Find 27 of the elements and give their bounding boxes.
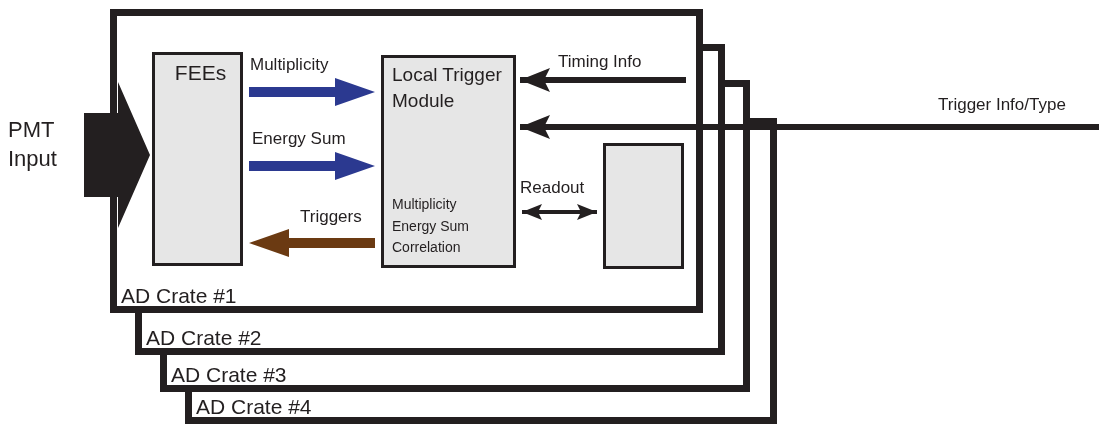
crate-label: AD Crate #3 <box>171 363 287 387</box>
edge-label: Triggers <box>299 207 363 227</box>
crate-label: AD Crate #2 <box>146 326 262 350</box>
module-title: Local Trigger Module <box>392 63 503 113</box>
module-box <box>603 143 684 269</box>
function-list: Multiplicity Energy Sum Correlation <box>392 193 502 259</box>
crate-label: AD Crate #1 <box>121 284 237 308</box>
edge-label: Trigger Info/Type <box>937 95 1067 115</box>
edge-label: Timing Info <box>557 52 643 72</box>
module-title: FEEs <box>173 60 228 86</box>
module-box <box>381 55 516 268</box>
arrow <box>522 204 597 220</box>
arrow <box>84 82 150 228</box>
crate-frame <box>160 355 750 392</box>
arrow <box>249 152 375 180</box>
edge-label: Energy Sum <box>251 129 347 149</box>
crate-frame <box>185 392 777 424</box>
arrow <box>249 78 375 106</box>
arrow <box>520 68 686 92</box>
arrow <box>520 115 1099 139</box>
crate-frame <box>135 313 725 355</box>
crate-label: AD Crate #4 <box>196 395 312 419</box>
module-box <box>152 52 243 266</box>
arrow <box>249 229 375 257</box>
crate-frame <box>110 9 703 313</box>
edge-label: Multiplicity <box>249 55 330 75</box>
input-label-text: PMT Input <box>8 116 58 173</box>
